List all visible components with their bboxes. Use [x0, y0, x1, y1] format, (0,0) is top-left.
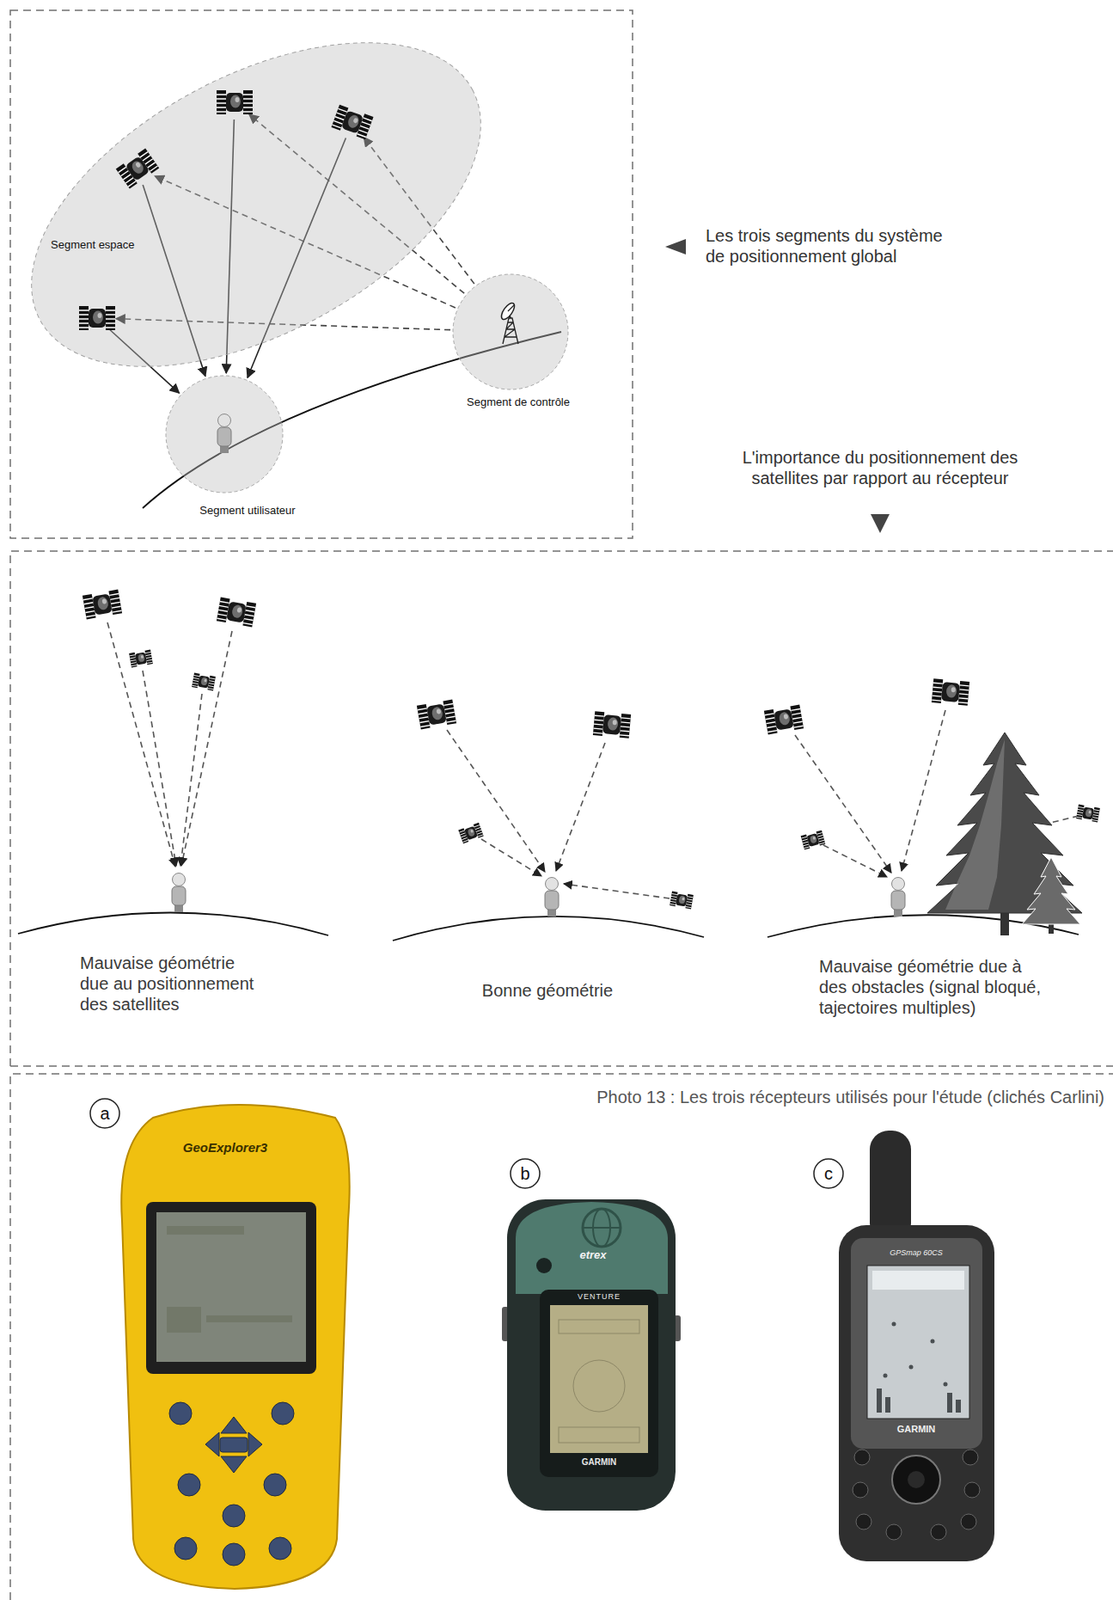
device-brand: GARMIN [581, 1456, 618, 1468]
control-segment-circle: Segment de contrôle [452, 273, 569, 391]
node-text: Segment espace [50, 238, 135, 252]
device-brand: GARMIN [897, 1423, 936, 1435]
scene-caption: Bonne géométrie [461, 979, 634, 1001]
pointer-triangle [665, 238, 686, 255]
segment-circle [452, 274, 569, 390]
node-text: c [824, 1162, 833, 1184]
scene-good-geometry [392, 699, 704, 941]
space-segment-ellipse: Segment espace [20, 41, 492, 368]
node-text: Segment utilisateur [199, 503, 295, 518]
user-segment-circle: Segment utilisateur [165, 374, 284, 494]
node-text: Segment de contrôle [466, 395, 570, 410]
sat-icon [79, 305, 116, 331]
node-text: b [519, 1162, 530, 1184]
letter-ring [90, 1098, 120, 1128]
letter-ring [510, 1158, 540, 1188]
device-brand: VENTURE [577, 1291, 621, 1302]
scene-bad-geometry [18, 589, 329, 936]
sat-icon [330, 104, 374, 141]
antenna-icon [499, 300, 519, 344]
node-text: a [99, 1102, 110, 1124]
photo-letter: c [813, 1157, 844, 1189]
panel-note: Les trois segments du système de positio… [705, 225, 955, 267]
scene-caption: Mauvaise géométrie due au positionnement… [79, 952, 268, 1015]
segment-ellipse [0, 0, 533, 434]
segment-circle [165, 375, 283, 493]
device-brand: GeoExplorer3 [183, 1139, 268, 1156]
space-segment-ellipse-outline [20, 41, 492, 368]
control-segment-circle-outline [452, 273, 569, 391]
pointer-triangle [870, 513, 890, 533]
photo-letter: a [89, 1097, 121, 1129]
person-icon [217, 414, 232, 454]
sat-icon [116, 147, 159, 189]
panel-note: L'importance du positionnement des satel… [708, 446, 1052, 489]
receiver-gpsmap [838, 1130, 995, 1561]
photo-caption: Photo 13 : Les trois récepteurs utilisés… [481, 1086, 1105, 1107]
device-brand: etrex [579, 1247, 606, 1262]
receiver-etrex-venture [501, 1198, 681, 1511]
sat-icon [216, 90, 253, 115]
scene-obstacles [764, 678, 1101, 937]
letter-ring [813, 1158, 844, 1188]
device-brand: GPSmap 60CS [889, 1247, 943, 1258]
photo-letter: b [509, 1157, 541, 1189]
receiver-geoexplorer [121, 1104, 349, 1589]
user-segment-circle-outline [165, 374, 284, 494]
scene-caption: Mauvaise géométrie due à des obstacles (… [819, 955, 1045, 1018]
